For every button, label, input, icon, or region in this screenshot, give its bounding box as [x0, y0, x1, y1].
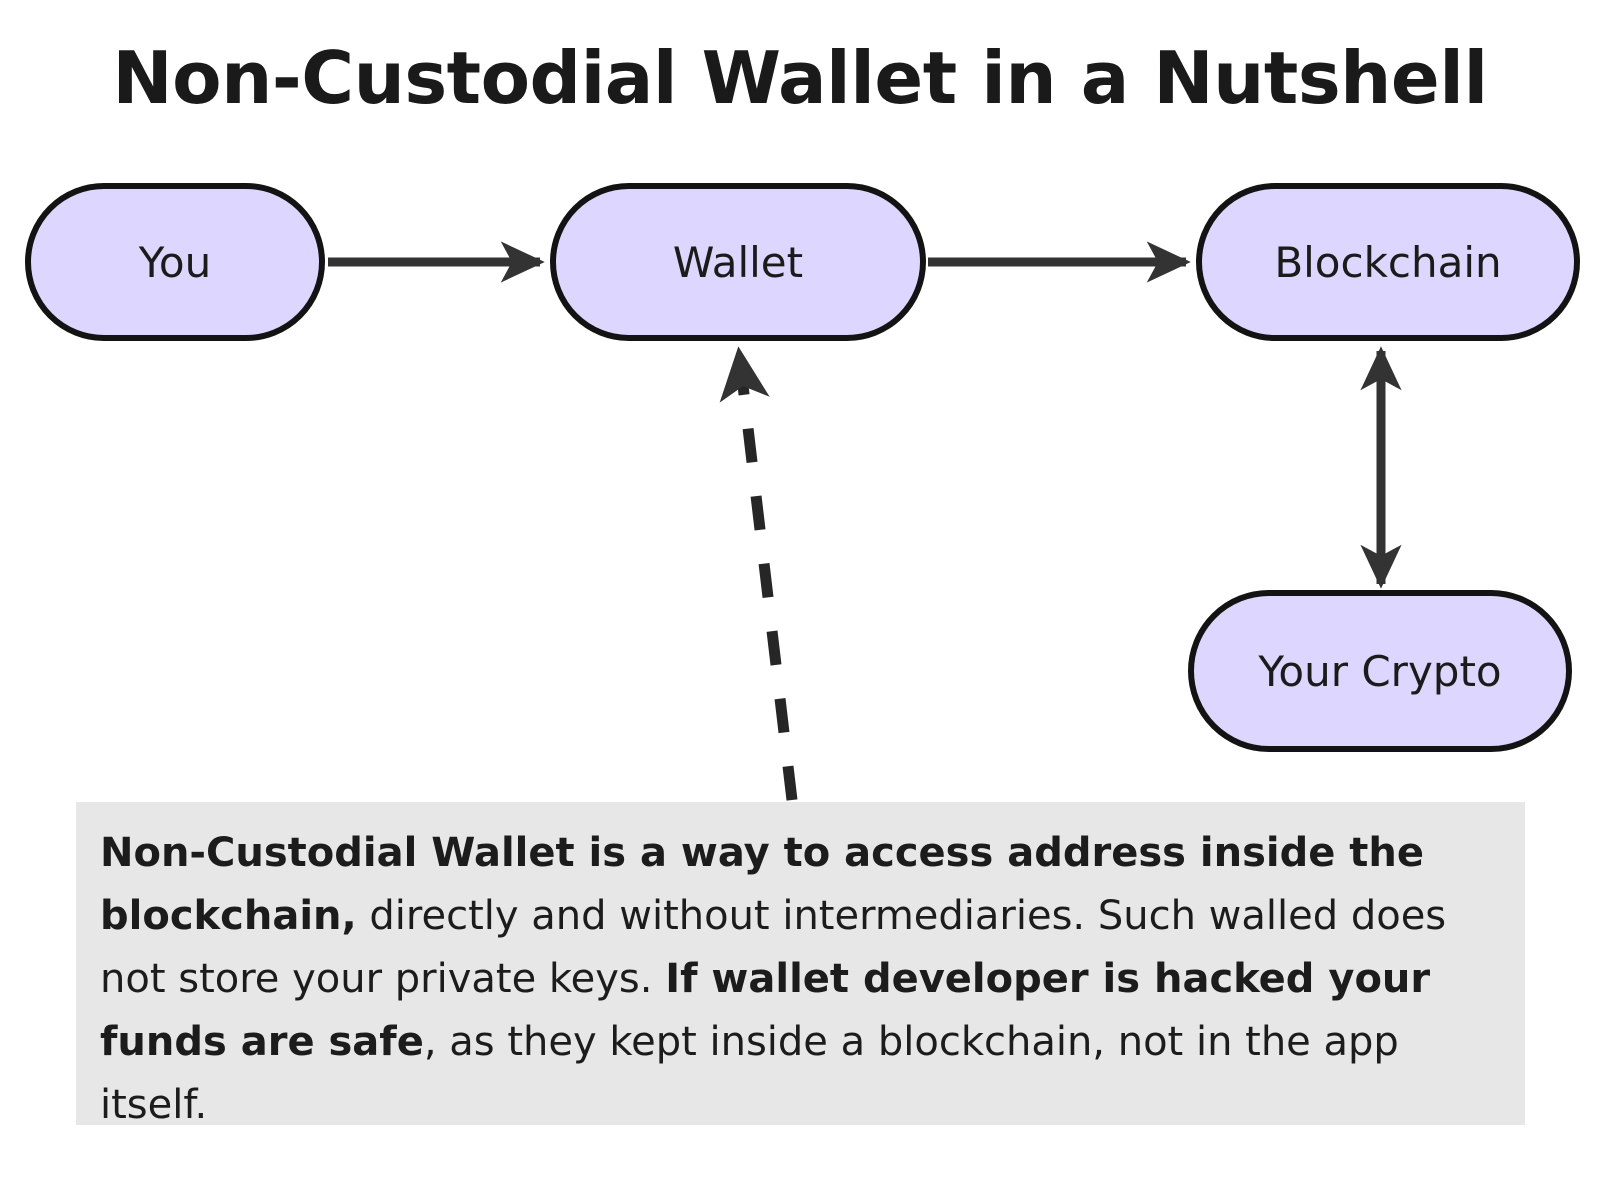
- callout-text: Non-Custodial Wallet is a way to access …: [100, 822, 1501, 1137]
- page-title: Non-Custodial Wallet in a Nutshell: [112, 36, 1488, 120]
- callout-segment-bold-2: If wallet developer is hacked your funds…: [100, 956, 1431, 1065]
- callout-segment-bold-1: Non-Custodial Wallet is a way to access …: [100, 830, 1425, 939]
- callout-segment-plain-1: directly and without intermediaries. Suc…: [100, 893, 1447, 1002]
- node-you-label: You: [138, 237, 212, 287]
- node-your-crypto-label: Your Crypto: [1258, 646, 1502, 696]
- edge-callout-to-wallet-dashed: [719, 346, 798, 801]
- callout-description-box: Non-Custodial Wallet is a way to access …: [76, 802, 1525, 1128]
- node-you[interactable]: You: [25, 183, 325, 341]
- callout-segment-plain-2: , as they kept inside a blockchain, not …: [100, 1019, 1399, 1128]
- node-wallet[interactable]: Wallet: [550, 183, 926, 341]
- node-blockchain-label: Blockchain: [1274, 237, 1502, 287]
- node-your-crypto[interactable]: Your Crypto: [1188, 590, 1572, 752]
- node-blockchain[interactable]: Blockchain: [1196, 183, 1580, 341]
- node-wallet-label: Wallet: [672, 237, 804, 287]
